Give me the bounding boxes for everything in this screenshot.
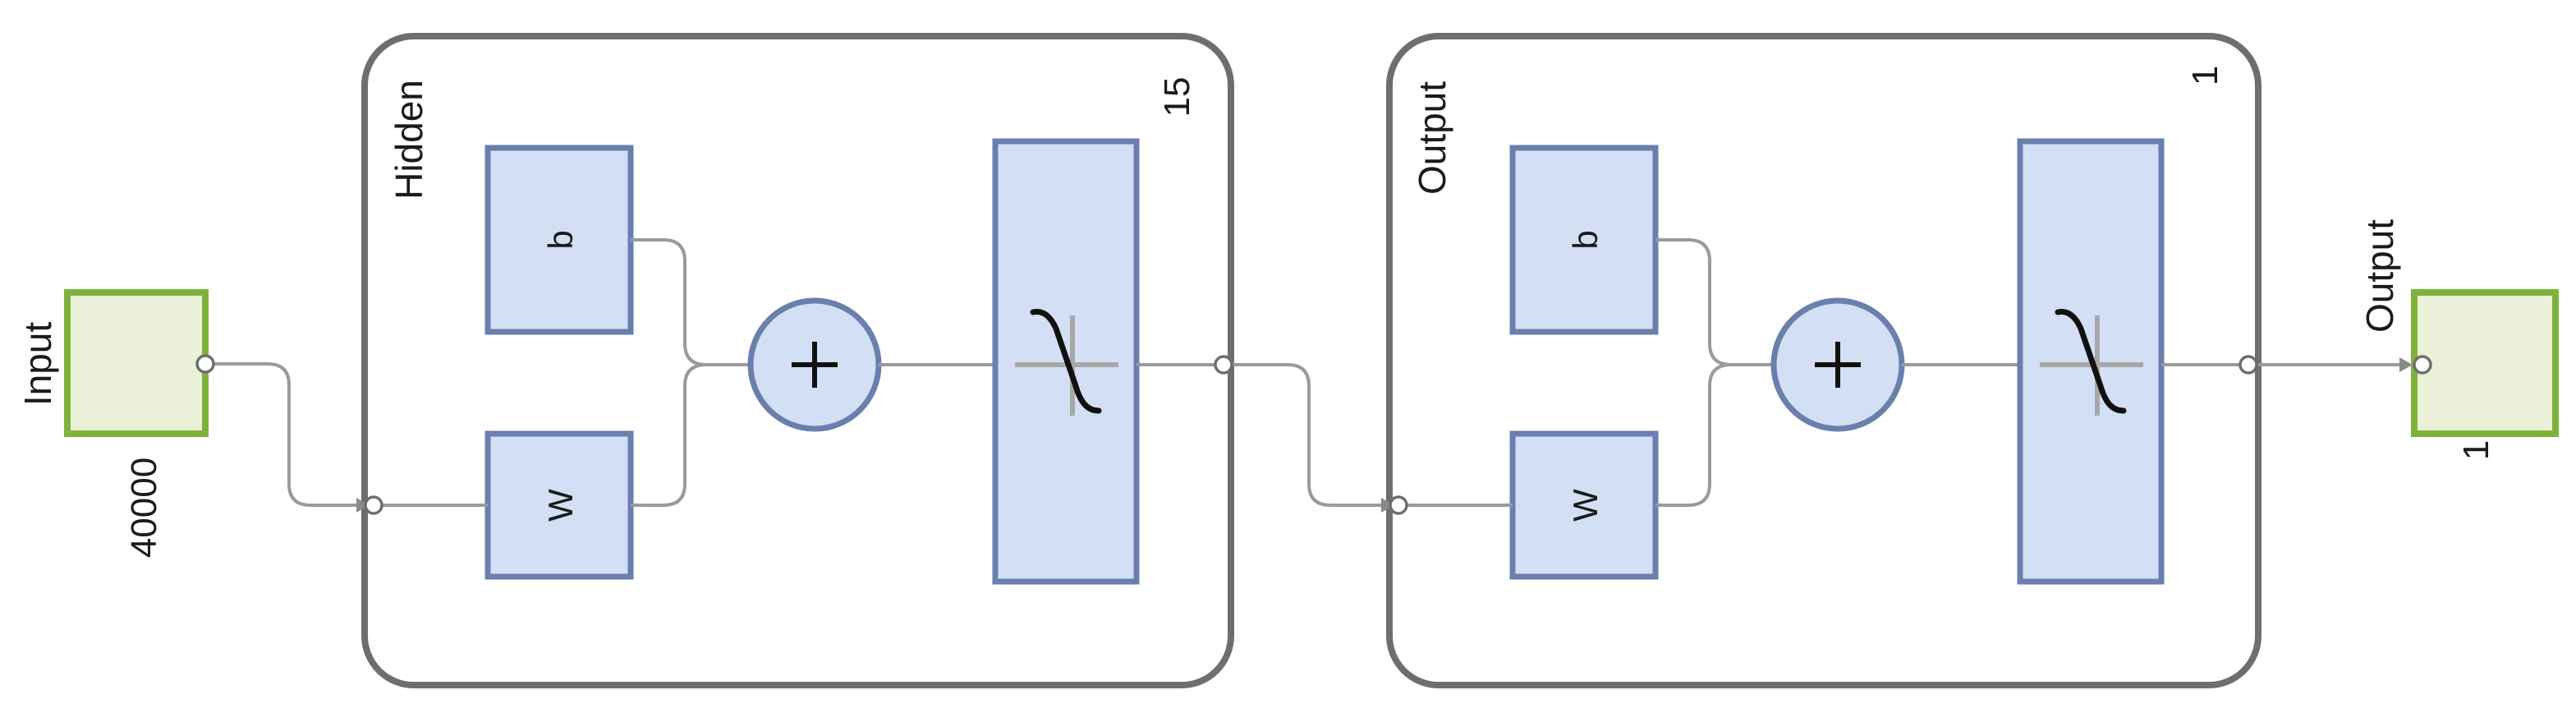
hidden-bias-box — [484, 145, 634, 335]
arrow-icon — [2399, 357, 2413, 372]
hidden-bias-wire — [631, 238, 749, 366]
output-layer-size: 1 — [2185, 66, 2225, 85]
hidden-layer-label: Hidden — [388, 80, 430, 200]
output-in-port — [2413, 355, 2432, 375]
output-layer-in-port — [1389, 495, 1408, 515]
input-to-hidden-wire — [205, 362, 356, 507]
output-bias-label: b — [1566, 230, 1605, 249]
hidden-weight-out-wire — [631, 363, 707, 507]
arrow-icon — [356, 498, 370, 513]
hidden-out-port — [1214, 355, 1233, 375]
hidden-weight-block: W — [484, 430, 634, 580]
output-bias-block: b — [1509, 145, 1659, 335]
output-weight-block: W — [1509, 430, 1659, 580]
hidden-weight-box — [484, 430, 634, 580]
input-port — [195, 354, 215, 374]
input-size: 40000 — [124, 458, 164, 558]
output-layer-label: Output — [1411, 81, 1453, 195]
output-layer-out-port — [2239, 355, 2258, 375]
output-label: Output — [2358, 219, 2401, 333]
input-node: Input 40000 — [16, 289, 209, 558]
hidden-in-port — [364, 495, 383, 515]
arrow-icon — [1381, 498, 1394, 513]
output-size: 1 — [2456, 440, 2496, 460]
hidden-weight-label: W — [541, 489, 580, 522]
output-bias-box — [1509, 145, 1659, 335]
hidden-bias-label: b — [541, 230, 580, 249]
tansig-icon — [1030, 309, 1102, 414]
hidden-to-output-wire — [1231, 363, 1381, 507]
output-layer: Output 1 b W — [1386, 33, 2261, 688]
hidden-bias-block: b — [484, 145, 634, 335]
hidden-transfer-function — [992, 138, 1140, 585]
hidden-sum-node — [747, 297, 882, 432]
output-weight-box — [1509, 430, 1659, 580]
hidden-transfer-box — [992, 138, 1140, 585]
output-transfer-function — [2017, 138, 2165, 585]
output-weight-label: W — [1566, 489, 1605, 522]
tansig-icon — [2055, 309, 2127, 414]
hidden-layer-size: 15 — [1157, 77, 1197, 117]
output-node: Output 1 — [2358, 219, 2559, 460]
output-box — [2411, 289, 2559, 437]
input-box — [64, 289, 209, 437]
input-label: Input — [16, 322, 59, 407]
output-bias-wire — [1655, 238, 1772, 366]
output-sum-node — [1770, 297, 1905, 432]
output-weight-out-wire — [1655, 363, 1732, 507]
hidden-layer: Hidden 15 b W — [361, 33, 1234, 688]
